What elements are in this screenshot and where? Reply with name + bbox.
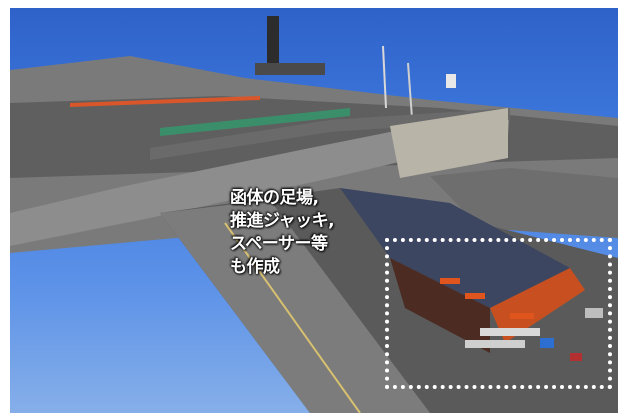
caption-line: 函体の足場, [230,188,319,208]
scene-3d-model [10,16,618,413]
spacer [465,340,525,348]
highlight-box [385,238,612,389]
bridge-deck [10,108,510,246]
tower [267,16,279,74]
caption-line: 推進ジャッキ, [230,211,335,231]
box-culvert-side [390,258,490,353]
jack [465,293,485,299]
bridge-railing [150,108,510,160]
equipment [540,338,554,348]
equipment [585,308,603,318]
spacer [480,328,540,336]
street-light [407,62,413,119]
bridge-abutment [390,108,508,178]
lane-marking [224,222,361,413]
caption-line: も作成 [230,257,280,277]
box-culvert-roof [340,188,570,308]
caption-line: スペーサー等 [230,234,328,254]
scaffold [490,268,585,343]
sign [446,74,456,88]
point-cloud-render: 函体の足場, 推進ジャッキ, スペーサー等 も作成 [10,8,618,413]
jack [510,313,534,319]
green-fence [160,108,350,136]
jack [440,278,460,284]
tower-base [255,63,325,75]
annotation-caption: 函体の足場, 推進ジャッキ, スペーサー等 も作成 [230,187,400,279]
street-light [382,45,387,109]
orange-strip [70,96,260,107]
road-lane [160,200,430,413]
equipment [570,353,582,361]
